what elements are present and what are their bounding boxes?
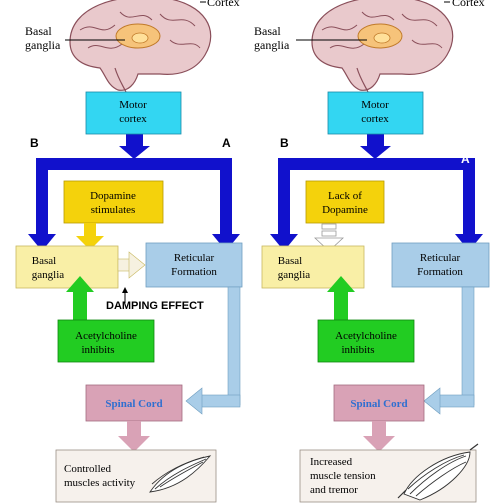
reticular-to-spinal-path — [185, 286, 241, 415]
spinal-cord-label: Spinal Cord — [105, 398, 162, 410]
muscle-fiber-illustration — [149, 455, 212, 493]
reticular-right-line2: Formation — [417, 266, 463, 278]
basal-ganglia-line1: Basal — [32, 255, 56, 267]
acetylcholine-right-line1: Acetylcholine — [335, 330, 397, 342]
reticular-line2: Formation — [171, 266, 217, 278]
cortex-label: Cortex — [207, 0, 240, 9]
spinal-cord-box-right — [333, 384, 425, 422]
spinal-to-outcome-arrow — [118, 436, 150, 452]
motor-cortex-line2: cortex — [119, 113, 147, 125]
path-a-label-right: A — [461, 152, 470, 166]
brain-illustration-right — [311, 0, 454, 93]
path-b-label: B — [30, 136, 39, 150]
left-panel: Cortex Basal ganglia B A Motor cortex Do… — [15, 0, 243, 503]
basal-ganglia-brain-label-line2: ganglia — [25, 38, 61, 52]
outcome-line1: Controlled — [64, 463, 112, 475]
damping-effect-label: DAMPING EFFECT — [106, 300, 204, 312]
reticular-to-spinal-path-right — [423, 286, 475, 415]
spinal-cord-label-right: Spinal Cord — [350, 398, 407, 410]
acetylcholine-inhibits-box-right — [317, 319, 415, 363]
acetylcholine-inhibits-box — [57, 319, 155, 363]
basal-ganglia-brain-label-right-line2: ganglia — [254, 38, 290, 52]
acetylcholine-line1: Acetylcholine — [75, 330, 137, 342]
reticular-formation-box-right — [391, 242, 490, 288]
weak-dopamine-arrow — [313, 223, 345, 252]
outcome-box — [55, 449, 217, 503]
brain-illustration — [69, 0, 212, 93]
reticular-formation-box — [145, 242, 243, 288]
basal-ganglia-right-line1: Basal — [278, 255, 302, 267]
lack-dopamine-line2: Dopamine — [322, 204, 368, 216]
right-panel: Cortex Basal ganglia B A Motor cortex La… — [254, 0, 490, 503]
outcome-right-line3: and tremor — [310, 484, 358, 496]
motor-cortex-box-right — [327, 91, 424, 135]
dopamine-stimulates-box — [63, 180, 164, 224]
dopamine-arrow — [76, 236, 104, 250]
acetylcholine-arrow — [66, 276, 94, 292]
motor-cortex-right-line2: cortex — [361, 113, 389, 125]
basal-ganglia-box — [15, 245, 119, 289]
basal-to-reticular-arrow — [128, 251, 146, 279]
acetylcholine-right-line2: inhibits — [341, 344, 374, 356]
outcome-line2: muscles activity — [64, 477, 136, 489]
dopamine-line1: Dopamine — [90, 190, 136, 202]
reticular-right-line1: Reticular — [420, 252, 461, 264]
lack-of-dopamine-box — [305, 180, 385, 224]
dopamine-line2: stimulates — [91, 204, 136, 216]
outcome-right-line1: Increased — [310, 456, 353, 468]
acetylcholine-line2: inhibits — [81, 344, 114, 356]
outcome-right-line2: muscle tension — [310, 470, 376, 482]
basal-ganglia-right-line2: ganglia — [278, 269, 310, 281]
blue-pathway — [28, 133, 240, 251]
motor-cortex-box — [85, 91, 182, 135]
motor-cortex-line1: Motor — [119, 99, 147, 111]
motor-cortex-right-line1: Motor — [361, 99, 389, 111]
basal-ganglia-box-right — [261, 245, 365, 289]
blue-pathway-right — [270, 133, 483, 251]
basal-ganglia-line2: ganglia — [32, 269, 64, 281]
path-a-label: A — [222, 136, 231, 150]
basal-ganglia-brain-label-right-line1: Basal — [254, 24, 281, 38]
acetylcholine-arrow-right — [327, 276, 355, 292]
spinal-cord-box — [85, 384, 183, 422]
spinal-to-outcome-arrow-right — [363, 436, 395, 452]
path-b-label-right: B — [280, 136, 289, 150]
cortex-label-right: Cortex — [452, 0, 485, 9]
tense-muscle-illustration — [397, 443, 479, 501]
lack-dopamine-line1: Lack of — [328, 190, 362, 202]
basal-ganglia-brain-label-line1: Basal — [25, 24, 52, 38]
reticular-line1: Reticular — [174, 252, 215, 264]
